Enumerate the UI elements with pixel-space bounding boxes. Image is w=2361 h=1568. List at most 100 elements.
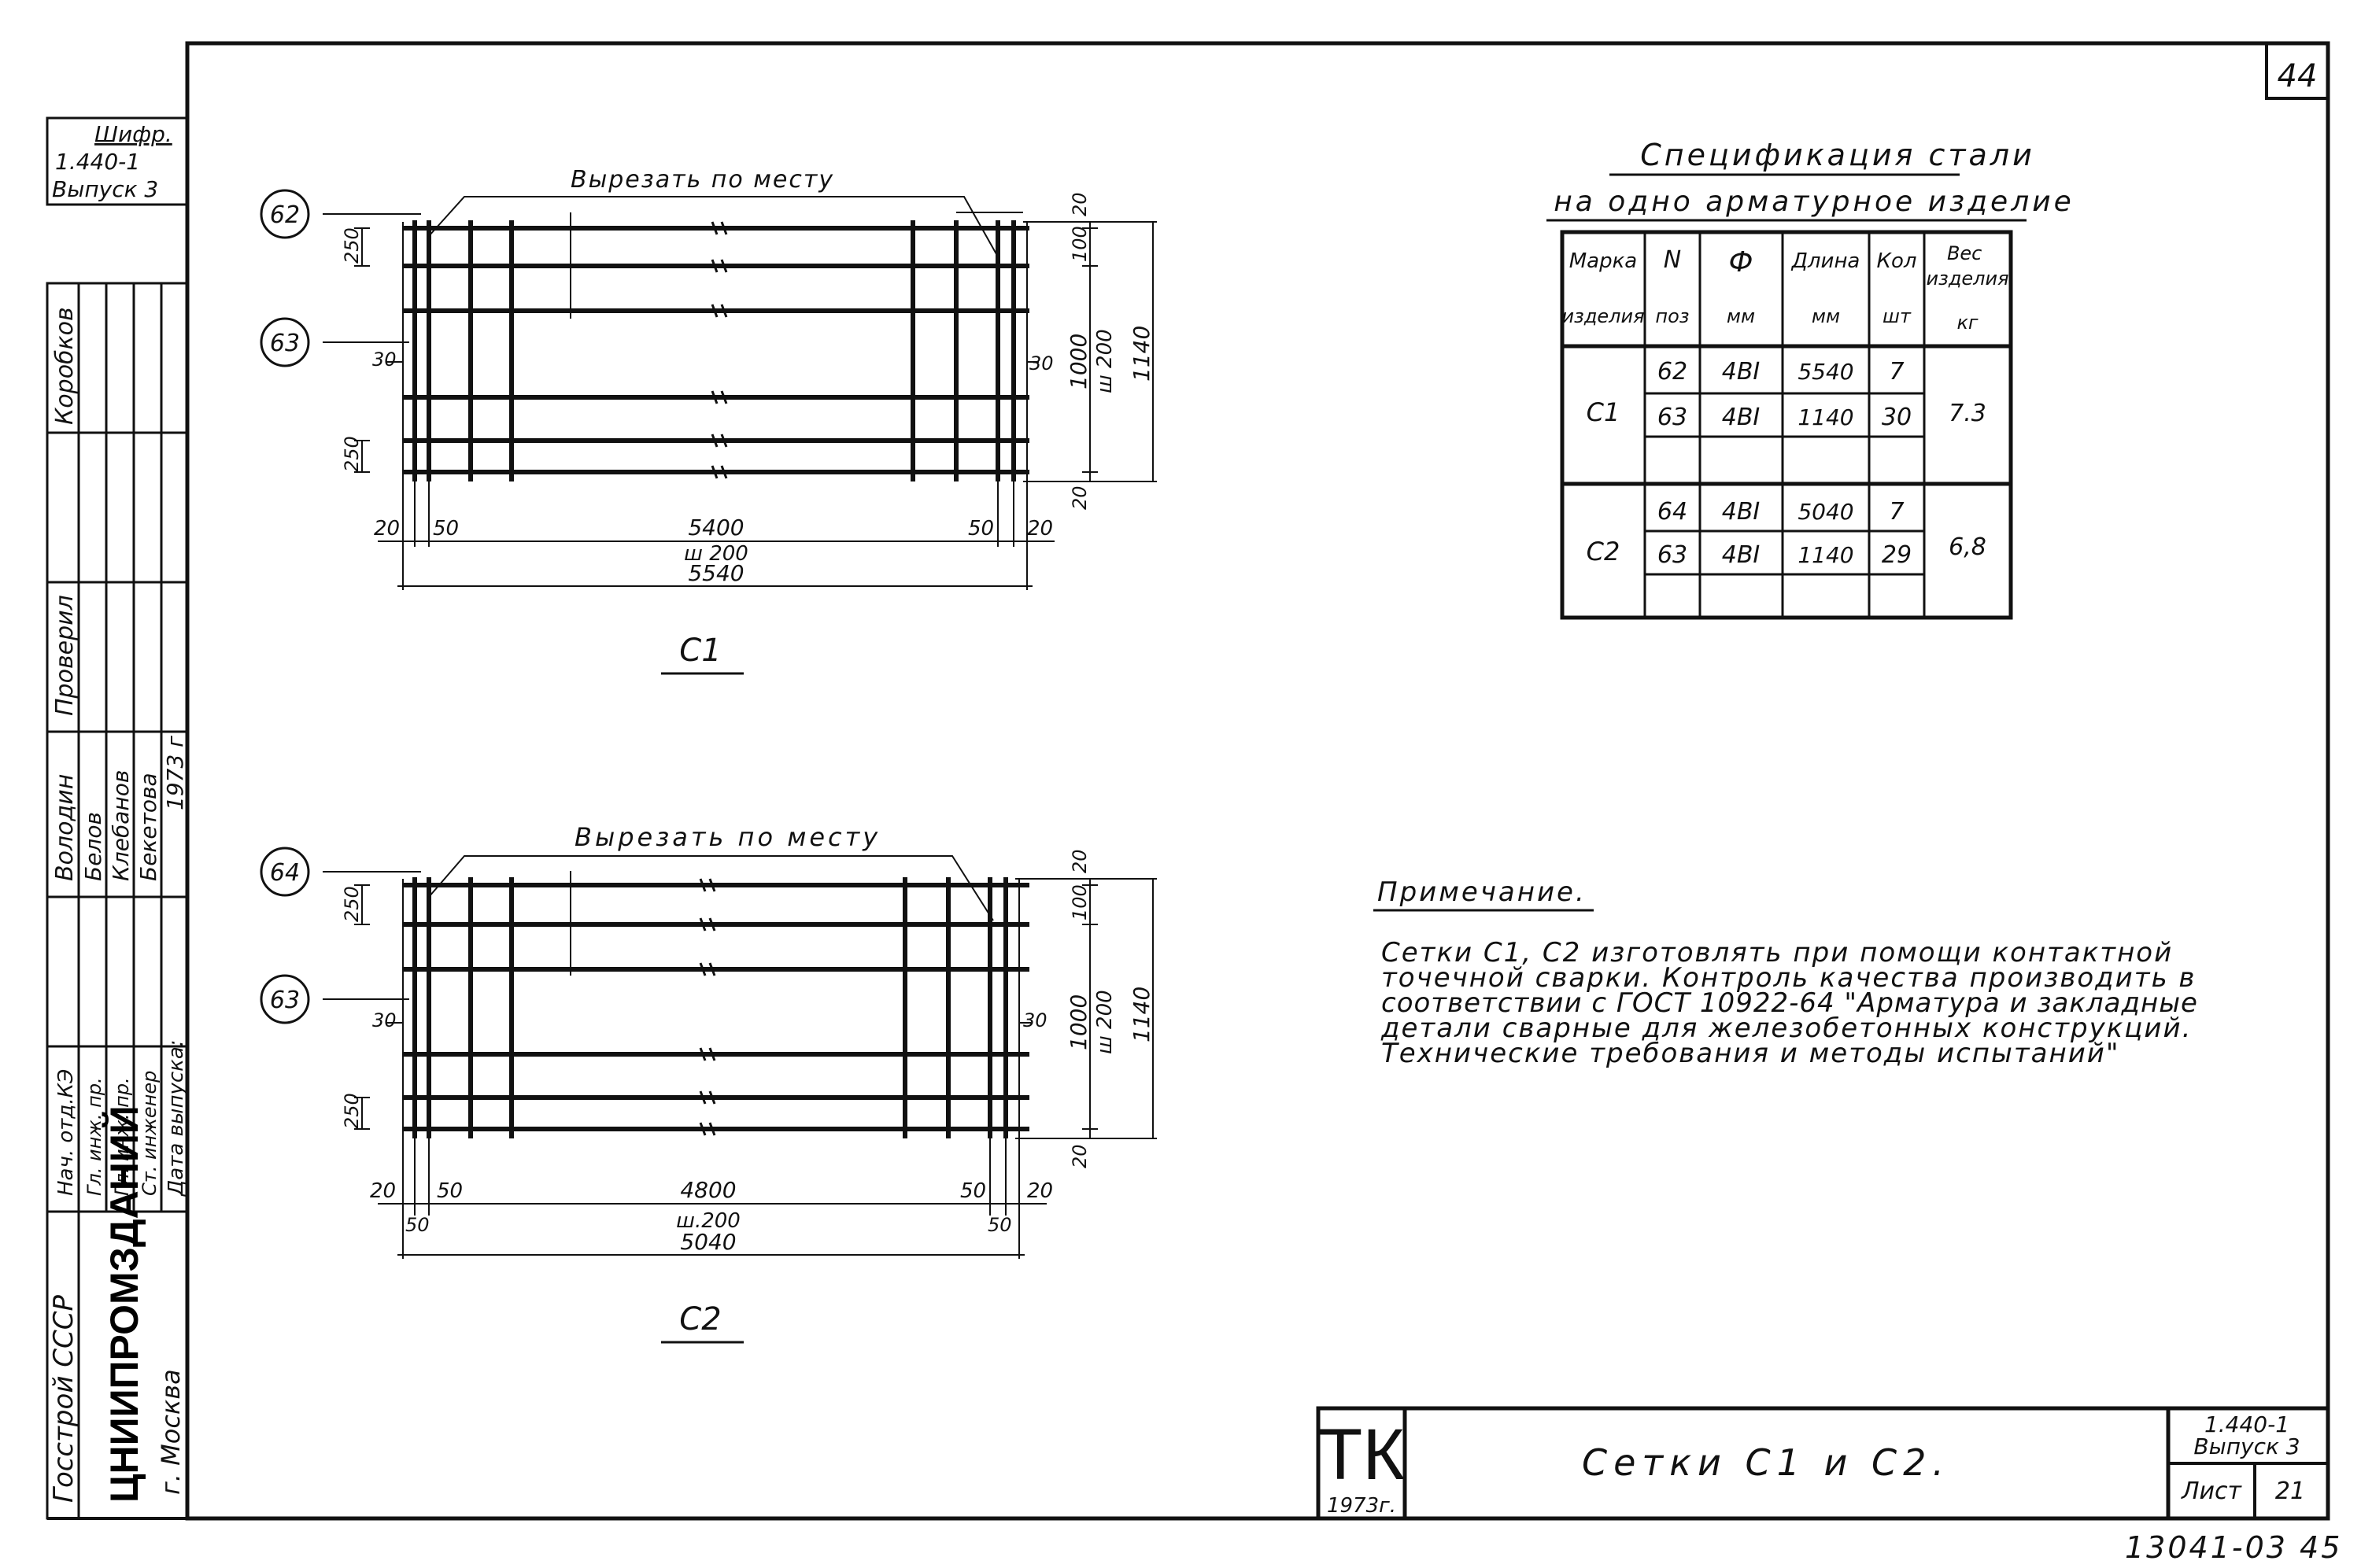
spec-c1-r2-len: 1140 bbox=[1798, 404, 1853, 430]
sheet-frame bbox=[47, 41, 2330, 1521]
spec-c2-weight: 6,8 bbox=[1949, 533, 1986, 561]
spec-c1-mark: С1 bbox=[1587, 397, 1620, 427]
title-logo-year: 1973г. bbox=[1327, 1494, 1396, 1518]
mesh-c2-title: С2 bbox=[679, 1301, 721, 1337]
archive-number: 13041-03 45 bbox=[2125, 1530, 2342, 1565]
title-sheet-label: Лист bbox=[2181, 1478, 2243, 1505]
title-issue: Выпуск 3 bbox=[2193, 1433, 2300, 1459]
mesh-c1-labels: 62 63 Вырезать по месту 20 100 1000 ш 20… bbox=[270, 166, 1155, 675]
checked-label: Проверил bbox=[51, 595, 79, 716]
mesh-c2-dim-length-total: 5040 bbox=[680, 1229, 736, 1255]
spec-h2-weight: кг bbox=[1956, 312, 1978, 334]
side-block bbox=[46, 282, 189, 1520]
mesh-c1-dim-right-100: 100 bbox=[1069, 226, 1091, 262]
mesh-c1-longitudinal-bars bbox=[403, 226, 1029, 474]
mesh-c2-labels: 64 63 Вырезать по месту 20 100 1000 ш 20… bbox=[270, 822, 1155, 1344]
org-line1: Госстрой СССР bbox=[48, 1295, 79, 1503]
mesh-c2-dim-left-250-top: 250 bbox=[341, 886, 363, 922]
mesh-c2-dim-pitch-h: ш.200 bbox=[676, 1209, 741, 1233]
spec-c1-r1-pos: 62 bbox=[1657, 358, 1687, 386]
spec-c2-r2-dia: 4ВI bbox=[1722, 541, 1761, 569]
spec-c1-r1-dia: 4ВI bbox=[1722, 358, 1761, 386]
mesh-c1-dim-pitch-h: ш 200 bbox=[684, 542, 748, 566]
mesh-c1-dim-pitch-v: ш 200 bbox=[1093, 329, 1117, 393]
note-line-1: Сетки С1, С2 изготовлять при помощи конт… bbox=[1381, 937, 2173, 968]
name-1: Володин bbox=[51, 774, 79, 881]
mesh-c2-dim-right-50-low: 50 bbox=[988, 1214, 1012, 1236]
mesh-c2-dim-height-inner: 1000 bbox=[1066, 994, 1092, 1050]
mesh-c1-dim-left-50: 50 bbox=[433, 517, 459, 540]
role-1: Нач. отд.КЭ bbox=[54, 1069, 78, 1196]
spec-table-headers: Марка N Ф Длина Кол Вес изделия изделия … bbox=[1561, 242, 2008, 334]
note-block: Примечание. Сетки С1, С2 изготовлять при… bbox=[1373, 876, 2198, 1069]
spec-c1-r1-len: 5540 bbox=[1798, 359, 1853, 385]
title-sheet-no: 21 bbox=[2275, 1478, 2305, 1505]
mesh-c1-dim-bottom-gap: 20 bbox=[1069, 485, 1091, 510]
mesh-c1-dim-length-inner: 5400 bbox=[688, 515, 744, 540]
mesh-c1-dim-height-total: 1140 bbox=[1129, 326, 1155, 382]
role-4: Ст. инженер bbox=[139, 1071, 161, 1196]
note-line-3: соответствии с ГОСТ 10922-64 "Арматура и… bbox=[1381, 987, 2198, 1019]
spec-titles: Спецификация стали на одно арматурное из… bbox=[1546, 138, 2075, 222]
mesh-c2-dim-left-250-bottom: 250 bbox=[341, 1093, 363, 1129]
spec-h-pos: N bbox=[1664, 246, 1681, 274]
spec-title-2: на одно арматурное изделие bbox=[1554, 186, 2075, 218]
spec-h-weight: Вес изделия bbox=[1926, 242, 2008, 290]
spec-c1-r2-qty: 30 bbox=[1882, 404, 1912, 431]
note-line-5: Технические требования и методы испытани… bbox=[1381, 1038, 2120, 1069]
checked-name: Коробков bbox=[51, 307, 79, 425]
role-2: Гл. инж. пр. bbox=[83, 1077, 105, 1196]
note-line-2: точечной сварки. Контроль качества произ… bbox=[1381, 962, 2196, 994]
spec-table-body: С1 7.3 62 4ВI 5540 7 63 4ВI 1140 30 С2 6… bbox=[1587, 358, 1986, 569]
spec-h2-qty: шт bbox=[1883, 305, 1912, 327]
mesh-c2-cut-note: Вырезать по месту bbox=[575, 822, 881, 852]
spec-c2-r2-qty: 29 bbox=[1882, 541, 1912, 569]
note-title: Примечание. bbox=[1377, 876, 1587, 908]
mesh-c2-pos-64-bubble bbox=[260, 847, 310, 897]
spec-title-1: Спецификация стали bbox=[1640, 138, 2035, 172]
org-city: г. Москва bbox=[156, 1369, 186, 1495]
mesh-c2-dim-top-gap: 20 bbox=[1069, 849, 1091, 873]
mesh-c2-break-marks bbox=[699, 878, 716, 1136]
mesh-c1-pos-63: 63 bbox=[270, 330, 300, 357]
mesh-c1-dim-right-20: 20 bbox=[1027, 517, 1053, 540]
mesh-c2-dim-left-30: 30 bbox=[372, 1009, 397, 1031]
title-logo: ТК bbox=[1318, 1415, 1405, 1495]
mesh-c1-pos-62-bubble bbox=[260, 189, 310, 239]
spec-table bbox=[1560, 230, 2013, 620]
spec-h-weight-text-2: изделия bbox=[1926, 267, 2008, 290]
title-block bbox=[1316, 1406, 2330, 1521]
code-stamp bbox=[46, 116, 189, 206]
mesh-c2-pos-63-bubble bbox=[260, 974, 310, 1024]
mesh-c2-dim-right-100: 100 bbox=[1069, 884, 1091, 921]
spec-c1-weight: 7.3 bbox=[1949, 400, 1986, 427]
spec-c2-r2-len: 1140 bbox=[1798, 542, 1853, 568]
mesh-c1-break-marks bbox=[711, 221, 728, 479]
mesh-c2-dim-height-total: 1140 bbox=[1129, 987, 1155, 1042]
mesh-c2-dim-left-20: 20 bbox=[370, 1179, 396, 1203]
mesh-c1-dim-left-250-top: 250 bbox=[341, 227, 363, 264]
spec-c2-r1-pos: 64 bbox=[1657, 498, 1687, 526]
side-block-text: Коробков Проверил Нач. отд.КЭ Гл. инж. п… bbox=[48, 307, 188, 1503]
mesh-c1-cut-note: Вырезать по месту bbox=[571, 166, 834, 194]
mesh-c2-pos-63: 63 bbox=[270, 987, 300, 1014]
mesh-c1-title: С1 bbox=[679, 633, 721, 669]
mesh-c2-pos-64: 64 bbox=[270, 859, 300, 887]
spec-h-mark: Марка bbox=[1569, 249, 1638, 273]
mesh-c1-dim-right-30: 30 bbox=[1029, 352, 1054, 374]
mesh-c1-dim-top-gap: 20 bbox=[1069, 192, 1091, 216]
mesh-c2-dim-right-20: 20 bbox=[1027, 1179, 1053, 1203]
name-5: 1973 г bbox=[162, 736, 188, 810]
spec-h-weight-text: Вес bbox=[1947, 242, 1982, 264]
spec-h-dia: Ф bbox=[1729, 246, 1753, 279]
mesh-c1-dim-left-20: 20 bbox=[374, 517, 400, 540]
spec-c1-r2-dia: 4ВI bbox=[1722, 404, 1761, 431]
mesh-c1-dim-height-inner: 1000 bbox=[1066, 334, 1092, 389]
org-name: ЦНИИПРОМЗДАНИЙ bbox=[102, 1105, 146, 1503]
spec-h2-len: мм bbox=[1812, 305, 1840, 327]
role-3: Гл. инж. пр. bbox=[111, 1077, 133, 1196]
mesh-c2 bbox=[260, 847, 1157, 1259]
name-3: Клебанов bbox=[108, 770, 134, 881]
mesh-c2-dim-right-30: 30 bbox=[1023, 1009, 1047, 1031]
code-issue: Выпуск 3 bbox=[52, 176, 158, 202]
